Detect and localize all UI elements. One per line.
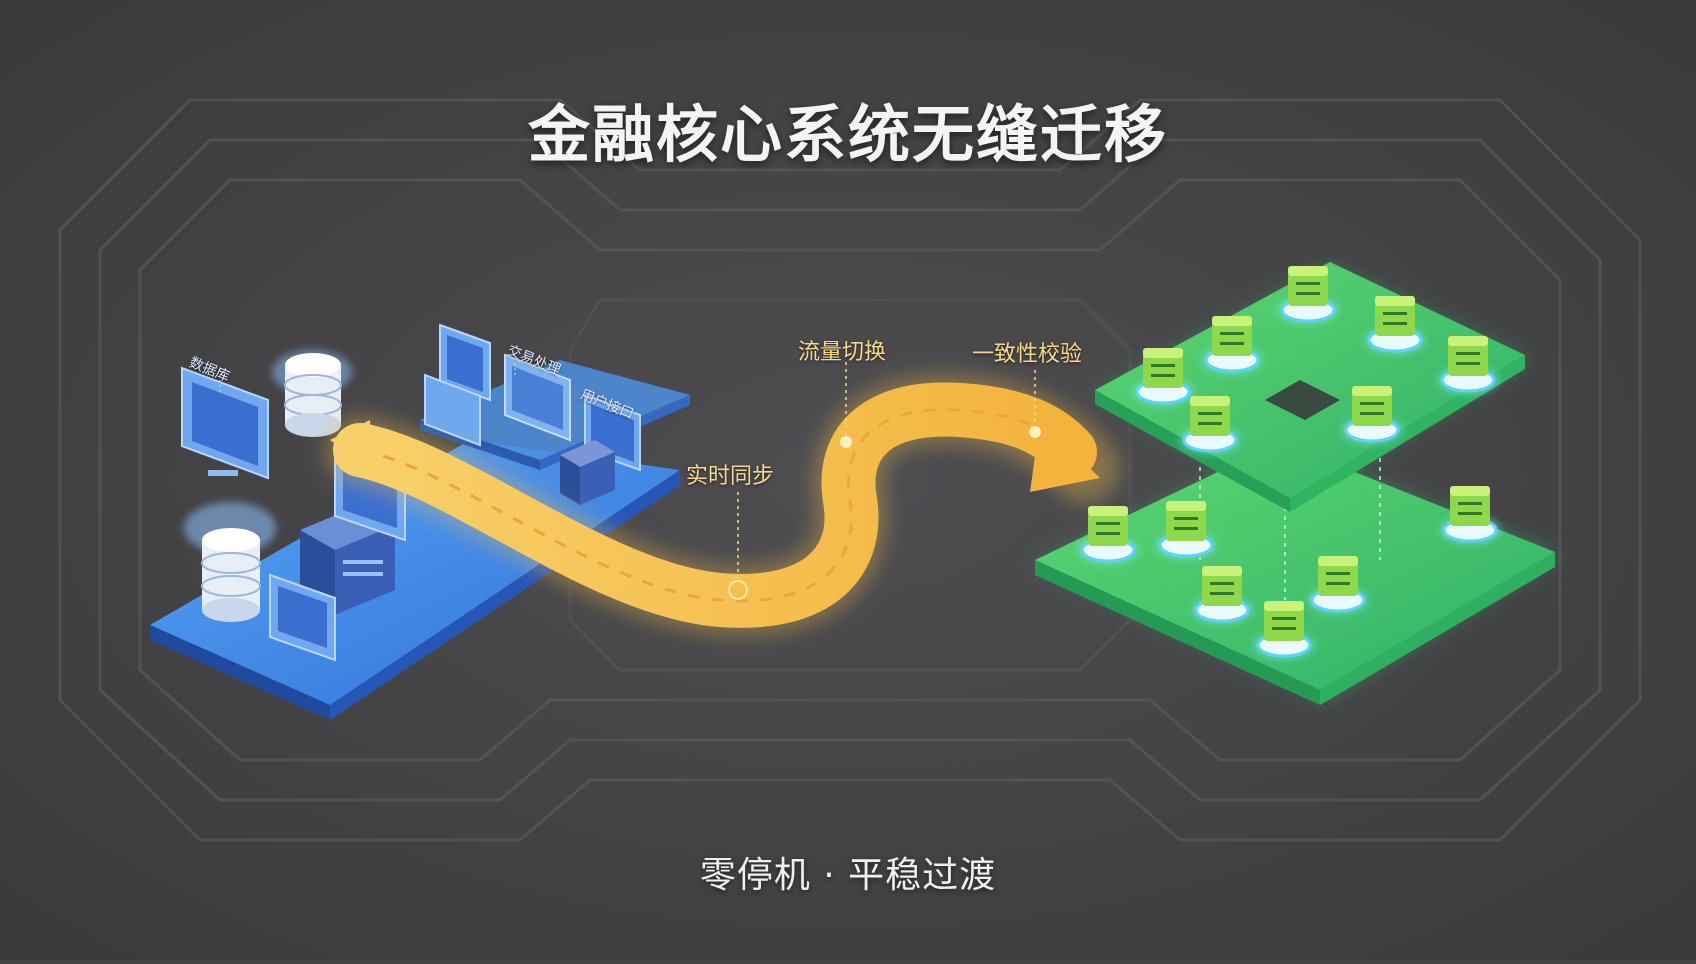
platform-opening	[1265, 380, 1340, 420]
switch-node-marker	[840, 436, 852, 448]
page-title: 金融核心系统无缝迁移	[527, 98, 1168, 171]
verify-node-marker	[1029, 426, 1041, 438]
realtime-sync-label: 实时同步	[686, 464, 775, 489]
traffic-switch-label: 流量切换	[798, 340, 887, 365]
legacy-database-cylinder-1	[272, 350, 352, 437]
sync-node-marker	[728, 580, 748, 600]
path-tail	[330, 420, 372, 468]
server-node	[1438, 336, 1498, 394]
server-node	[1156, 501, 1216, 559]
server-node	[1440, 486, 1500, 544]
legacy-database-cylinder-2	[184, 502, 276, 622]
server-node	[1365, 296, 1425, 354]
server-node	[1308, 556, 1368, 614]
path-arrowhead	[1030, 420, 1100, 492]
subtitle: 零停机 · 平稳过渡	[699, 855, 997, 896]
path-label-leaders	[737, 362, 1036, 588]
circuit-frame-lines	[58, 98, 1642, 842]
target-server-nodes	[1078, 266, 1500, 659]
server-node	[1278, 266, 1338, 324]
server-node	[1180, 396, 1240, 454]
legacy-server-small	[560, 440, 615, 505]
legacy-label-leaders	[219, 358, 516, 395]
server-node	[1192, 566, 1252, 624]
server-node	[1202, 316, 1262, 374]
consistency-check-label: 一致性校验	[972, 342, 1083, 367]
server-node	[1133, 348, 1193, 406]
server-node	[1254, 601, 1314, 659]
legacy-monitor-5	[504, 353, 571, 442]
legacy-monitor-4	[439, 323, 491, 402]
legacy-monitor-7	[424, 373, 481, 447]
legacy-monitor-1	[181, 366, 269, 480]
migration-path	[325, 374, 1120, 636]
server-node	[1342, 386, 1402, 444]
legacy-monitor-3	[269, 573, 336, 662]
server-node	[1078, 506, 1138, 564]
